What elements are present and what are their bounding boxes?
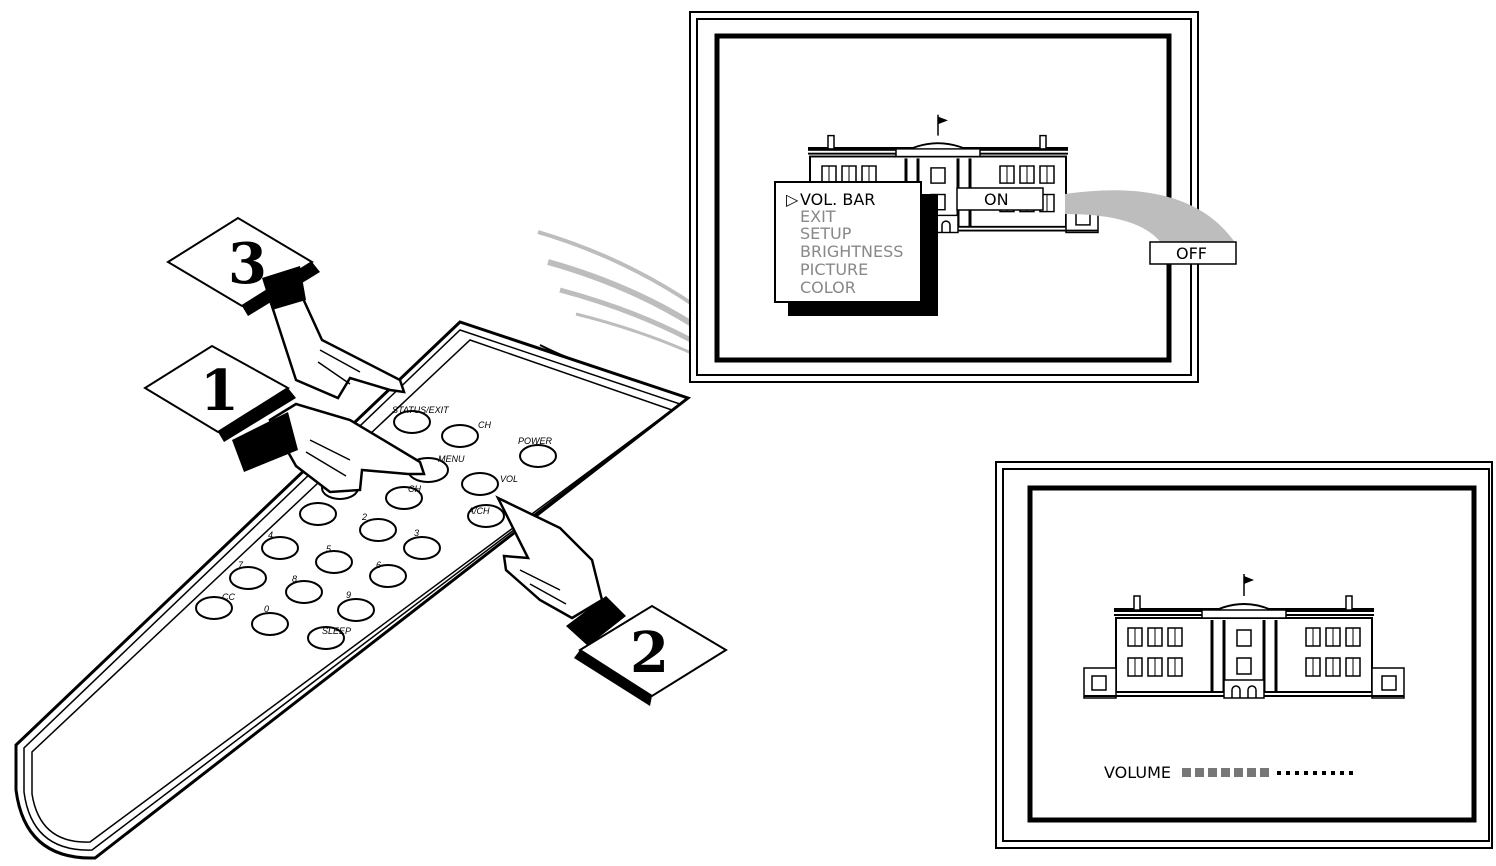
option-off: OFF: [1176, 244, 1207, 263]
menu-cursor: ▷: [786, 190, 799, 209]
volume-segment-empty: [1295, 771, 1299, 775]
volume-segment-filled: [1247, 768, 1256, 777]
digit-4-button[interactable]: [262, 537, 298, 559]
digit-label-4: 4: [268, 530, 273, 540]
ach-label: A/CH: [467, 506, 490, 516]
volume-segment-empty: [1322, 771, 1326, 775]
step-number-1: 1: [200, 358, 239, 424]
digit-5-button[interactable]: [316, 551, 352, 573]
ch-down-label: CH: [408, 484, 421, 494]
digit-label-0: 0: [264, 604, 269, 614]
volume-segment-empty: [1331, 771, 1335, 775]
volume-segment-empty: [1349, 771, 1353, 775]
vol-label: VOL: [500, 474, 518, 484]
volume-label: VOLUME: [1104, 763, 1171, 782]
digit-label-2: 2: [361, 512, 367, 522]
volume-segment-empty: [1286, 771, 1290, 775]
menu-label: MENU: [438, 454, 465, 464]
menu-item: BRIGHTNESS: [800, 242, 903, 261]
volume-segment-filled: [1234, 768, 1243, 777]
power-label: POWER: [518, 436, 553, 446]
digit-2-button[interactable]: [360, 519, 396, 541]
cc-label: CC: [222, 592, 235, 602]
tv-menu-screen: ▷ VOL. BAR EXIT SETUP BRIGHTNESS PICTURE…: [690, 12, 1236, 382]
volume-segment-filled: [1195, 768, 1204, 777]
step-number-3: 3: [228, 231, 267, 297]
digit-label-3: 3: [414, 528, 419, 538]
sleep-label: SLEEP: [322, 626, 351, 636]
volume-segment-empty: [1313, 771, 1317, 775]
digit-7-button[interactable]: [230, 567, 266, 589]
digit-1-button[interactable]: [300, 503, 336, 525]
digit-9-button[interactable]: [338, 599, 374, 621]
ch-up-label: CH: [478, 420, 491, 430]
volume-segment-filled: [1182, 768, 1191, 777]
volume-segment-empty: [1340, 771, 1344, 775]
vol-up-button[interactable]: [462, 473, 498, 495]
digit-label-9: 9: [346, 590, 351, 600]
hand-step-3: [262, 266, 404, 398]
option-on: ON: [984, 190, 1009, 209]
digit-8-button[interactable]: [286, 581, 322, 603]
volume-segment-empty: [1304, 771, 1308, 775]
menu-item: PICTURE: [800, 260, 868, 279]
menu-item: SETUP: [800, 224, 852, 243]
volume-segment-filled: [1260, 768, 1269, 777]
power-button[interactable]: [520, 445, 556, 467]
volume-segment-empty: [1277, 771, 1281, 775]
step-number-2: 2: [630, 620, 669, 686]
menu-item: COLOR: [800, 278, 856, 297]
digit-label-6: 6: [376, 560, 381, 570]
ch-up-button[interactable]: [442, 425, 478, 447]
volume-segment-filled: [1208, 768, 1217, 777]
hand-step-2: [498, 498, 626, 646]
digit-3-button[interactable]: [404, 537, 440, 559]
digit-label-8: 8: [292, 574, 297, 584]
volume-segment-filled: [1221, 768, 1230, 777]
tv-volume-screen: VOLUME: [996, 462, 1492, 848]
digit-0-button[interactable]: [252, 613, 288, 635]
status-exit-label: STATUS/EXIT: [392, 405, 450, 415]
